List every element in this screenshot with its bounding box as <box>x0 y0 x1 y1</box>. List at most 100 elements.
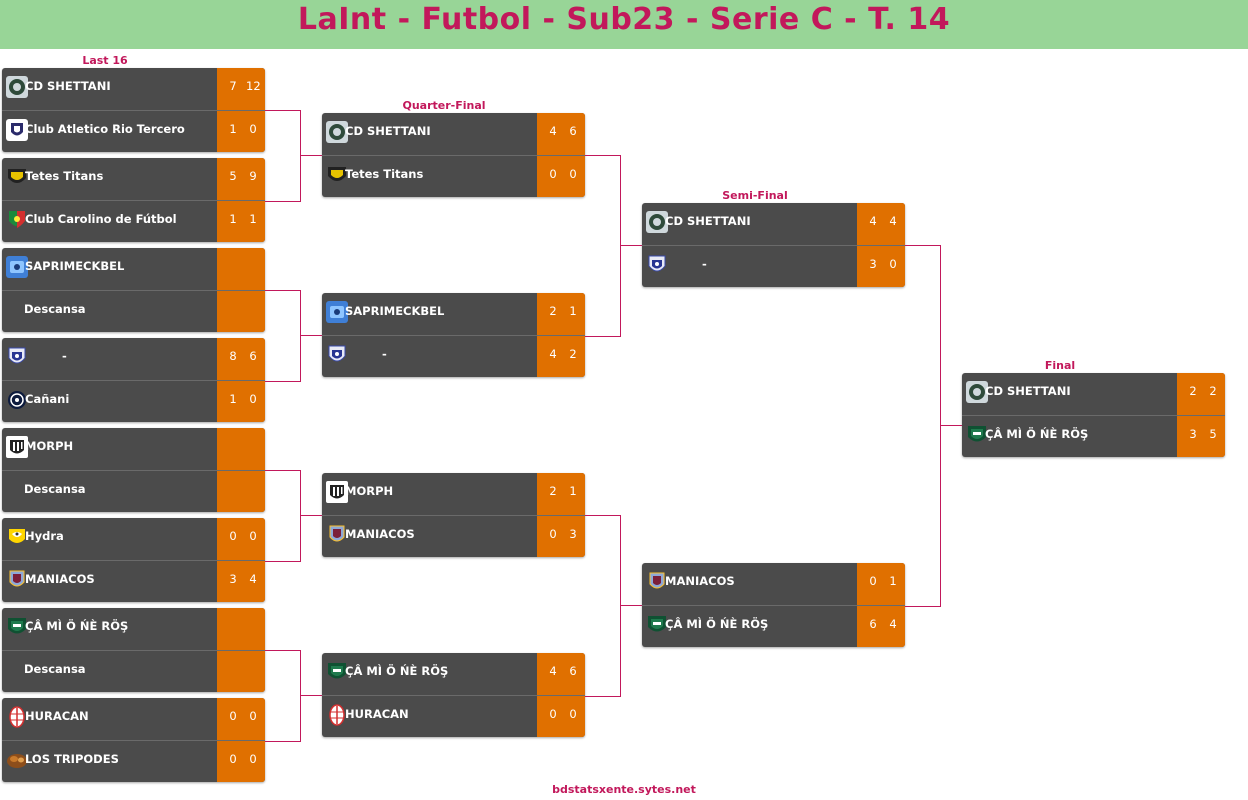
score-leg1: 1 <box>229 122 237 136</box>
team-name: Tetes Titans <box>25 169 104 183</box>
team-name: CD SHETTANI <box>985 384 1071 398</box>
last16-match[interactable]: ÇÂ MÌ Ö ŃÈ RÖŞ Descansa <box>2 608 265 692</box>
score-leg1: 4 <box>549 664 557 678</box>
score-box <box>217 651 265 692</box>
team-name: Club Atletico Rio Tercero <box>25 122 185 136</box>
carolino-icon <box>6 209 28 231</box>
score-leg2: 0 <box>569 167 577 181</box>
connector-stub <box>620 245 642 246</box>
connector-l16-3 <box>265 470 301 562</box>
team-row[interactable]: Descansa <box>2 470 265 512</box>
shield-icon <box>326 344 348 366</box>
team-name: Hydra <box>25 529 64 543</box>
round-label-final: Final <box>1044 359 1076 372</box>
camioneros-icon <box>326 661 348 683</box>
team-row[interactable]: SAPRIMECKBEL <box>2 248 265 290</box>
footer-site: bdstatsxente.sytes.net <box>552 783 696 796</box>
score-leg1: 4 <box>869 214 877 228</box>
connector-stub <box>940 425 962 426</box>
score-leg2: 6 <box>569 124 577 138</box>
team-name: ÇÂ MÌ Ö ŃÈ RÖŞ <box>25 619 129 633</box>
maniacos-icon <box>6 569 28 591</box>
team-row[interactable]: Descansa <box>2 650 265 692</box>
score-leg2: 0 <box>249 392 257 406</box>
connector-l16-4 <box>265 650 301 742</box>
score-leg1: 0 <box>549 167 557 181</box>
score-box <box>217 291 265 332</box>
team-row[interactable]: MORPH <box>2 428 265 470</box>
shield-icon <box>6 346 28 368</box>
saprimeckbel-icon <box>6 256 28 278</box>
score-leg1: 6 <box>869 617 877 631</box>
score-box <box>217 428 265 470</box>
connector-stub <box>300 155 322 156</box>
score-box <box>217 471 265 512</box>
team-name: - <box>702 257 707 271</box>
canani-icon <box>6 389 28 411</box>
round-label-quarter: Quarter-Final <box>402 99 486 112</box>
score-leg2: 0 <box>569 707 577 721</box>
team-name: Club Carolino de Fútbol <box>25 212 177 226</box>
score-leg2: 0 <box>249 122 257 136</box>
connector-l16-1 <box>265 110 301 202</box>
score-leg2: 3 <box>569 527 577 541</box>
team-name: HURACAN <box>25 709 89 723</box>
header-bar <box>0 0 1248 49</box>
connector-l16-2 <box>265 290 301 382</box>
score-leg2: 0 <box>889 257 897 271</box>
team-row[interactable]: Descansa <box>2 290 265 332</box>
team-name: CD SHETTANI <box>665 214 751 228</box>
team-name: ÇÂ MÌ Ö ŃÈ RÖŞ <box>345 664 449 678</box>
score-leg2: 6 <box>569 664 577 678</box>
score-leg1: 0 <box>229 752 237 766</box>
team-row[interactable]: ÇÂ MÌ Ö ŃÈ RÖŞ <box>2 608 265 650</box>
